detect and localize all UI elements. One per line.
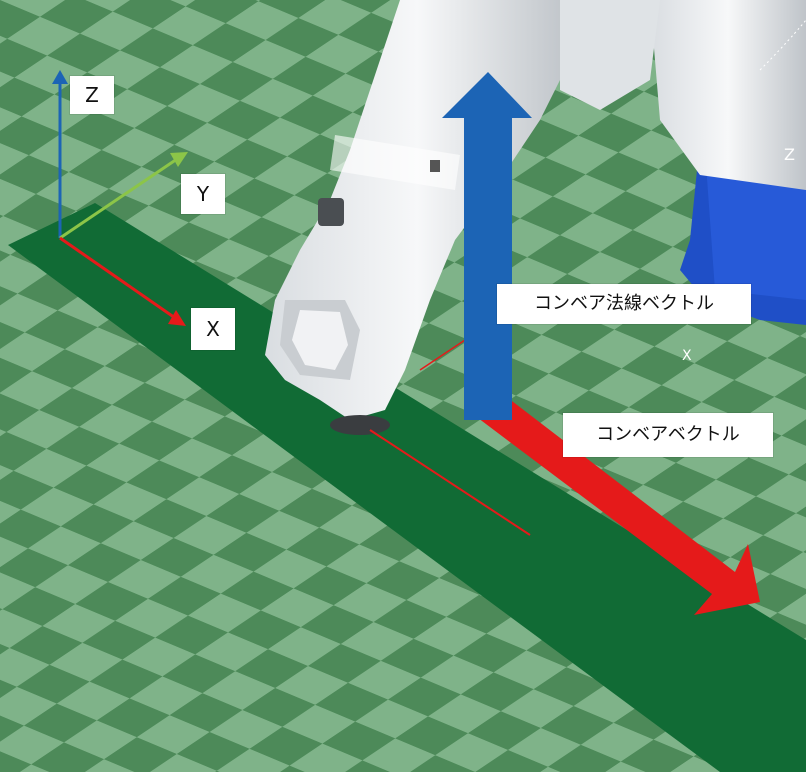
robot-base: Z	[650, 0, 806, 325]
z-axis-label: Z	[70, 76, 114, 114]
x-axis-icon	[59, 236, 179, 322]
y-axis-icon	[59, 155, 181, 240]
svg-text:Z: Z	[784, 145, 795, 164]
x-marker-text: X	[682, 348, 692, 364]
normal-vector-arrow-icon	[442, 72, 532, 420]
conveyor-vector-arrow-icon	[478, 398, 760, 615]
conveyor-vector-label: コンベアベクトル	[563, 413, 773, 457]
y-axis-label: Y	[181, 174, 225, 214]
axis-gizmo	[52, 70, 188, 326]
x-axis-label: X	[191, 308, 235, 350]
conveyor-normal-vector-label: コンベア法線ベクトル	[497, 284, 751, 324]
conveyor-guide-line	[369, 429, 531, 536]
